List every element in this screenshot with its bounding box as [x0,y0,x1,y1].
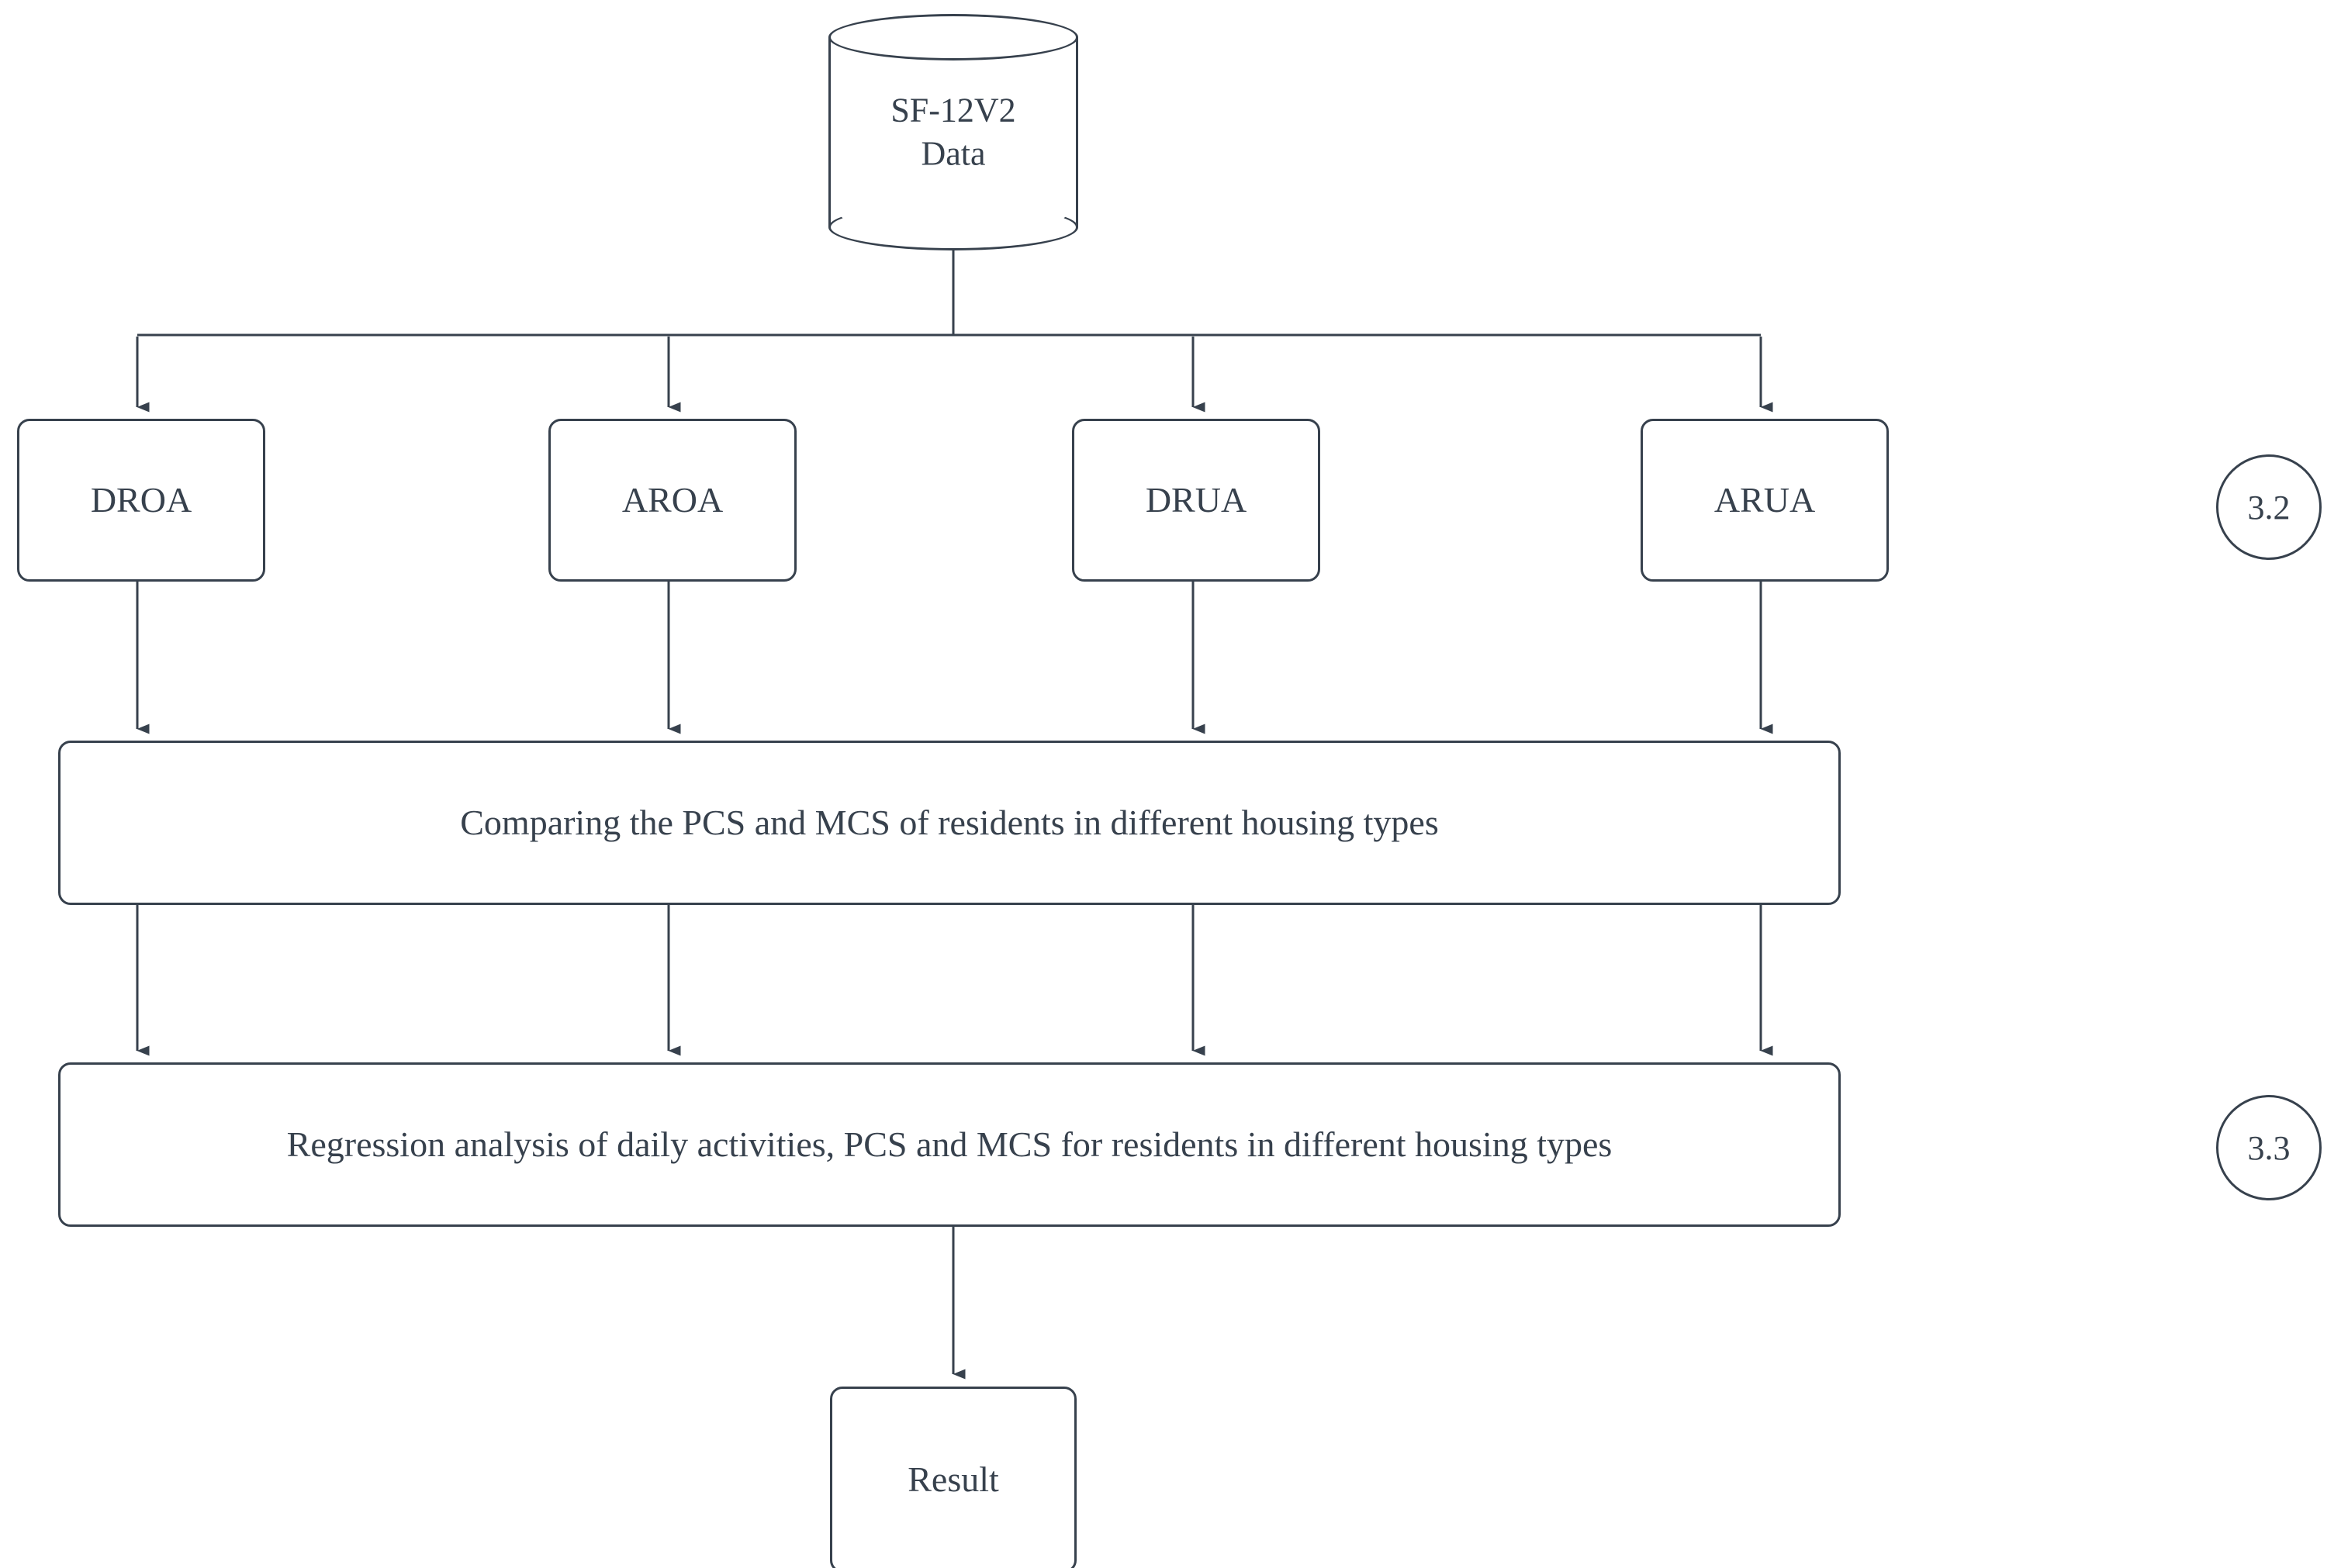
stage-node-comparison-label: Comparing the PCS and MCS of residents i… [460,803,1439,843]
group-node-droa-label: DROA [90,480,192,520]
stage-node-regression[interactable]: Regression analysis of daily activities,… [58,1062,1841,1227]
group-node-aroa[interactable]: AROA [548,419,797,582]
group-node-drua-label: DRUA [1145,480,1247,520]
section-badge-3-2[interactable]: 3.2 [2216,454,2322,560]
group-node-aroa-label: AROA [621,480,724,520]
section-badge-3-2-label: 3.2 [2247,488,2291,527]
edge-compare-to-regression [136,904,1773,1056]
section-badge-3-3-label: 3.3 [2247,1128,2291,1167]
group-node-droa[interactable]: DROA [17,419,265,582]
group-node-arua[interactable]: ARUA [1641,419,1889,582]
cylinder-body [828,37,1078,227]
source-label-line1: SF-12V2 [890,91,1016,130]
result-node-label: Result [908,1459,999,1500]
edge-source-to-groups [136,250,1773,413]
result-node[interactable]: Result [830,1387,1077,1568]
group-node-drua[interactable]: DRUA [1072,419,1320,582]
edge-groups-to-compare [136,582,1773,734]
source-database-label: SF-12V2 Data [828,88,1078,176]
stage-node-regression-label: Regression analysis of daily activities,… [286,1124,1613,1165]
section-badge-3-3[interactable]: 3.3 [2216,1095,2322,1200]
source-label-line2: Data [921,134,986,173]
cylinder-bottom-ellipse [828,204,1078,250]
cylinder-top-ellipse [828,14,1078,60]
group-node-arua-label: ARUA [1713,480,1816,520]
source-database-node[interactable]: SF-12V2 Data [828,14,1078,250]
stage-node-comparison[interactable]: Comparing the PCS and MCS of residents i… [58,741,1841,905]
